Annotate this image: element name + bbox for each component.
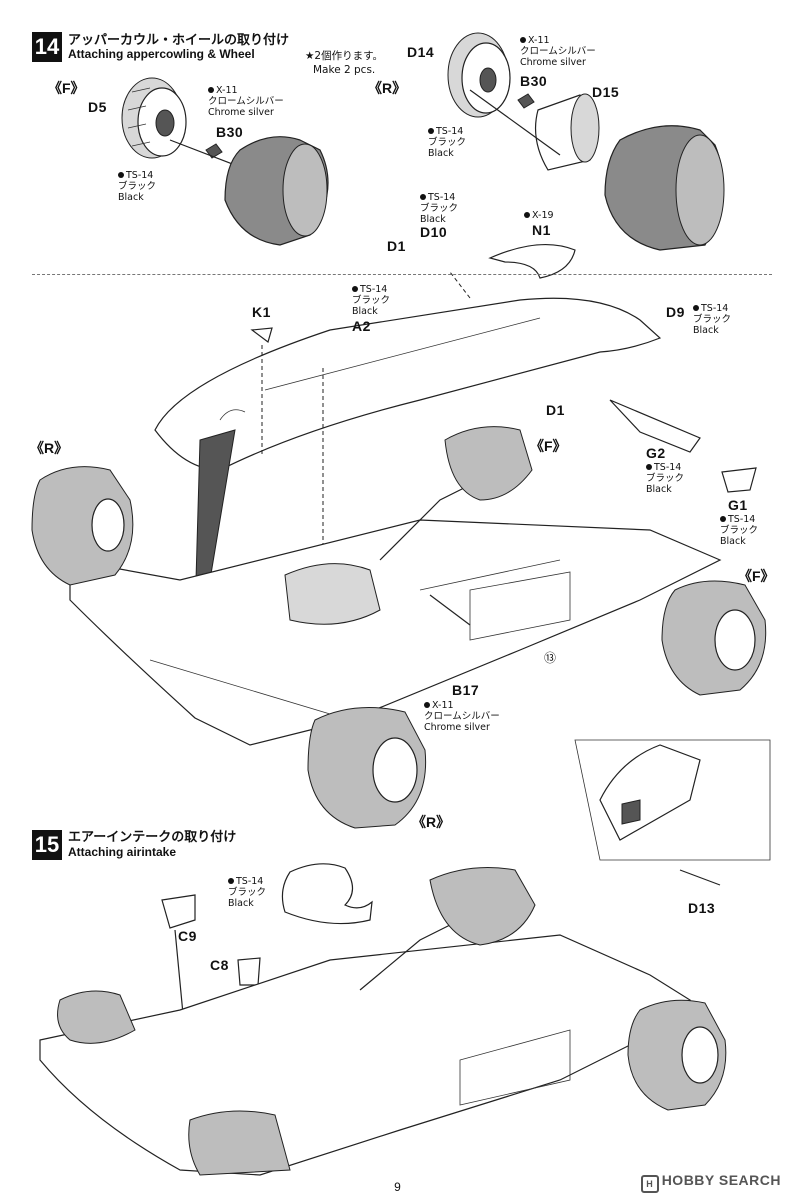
rear-right-tire	[307, 707, 427, 829]
part-d10-label: D10	[420, 224, 448, 240]
part-d14-label: D14	[407, 44, 435, 60]
paint-dot-icon	[428, 128, 434, 134]
cowl-part-k1	[250, 327, 273, 344]
paint-dot-icon	[208, 87, 214, 93]
airintake-c9	[161, 894, 196, 929]
paint-d9-black: TS-14 ブラック Black	[693, 303, 732, 336]
part-d15-label: D15	[592, 84, 620, 100]
orientation-rear-right: 《R》	[412, 814, 451, 830]
paint-dot-icon	[118, 172, 124, 178]
part-k1-label: K1	[252, 304, 271, 320]
airintake-c8	[237, 957, 261, 986]
paint-d14-chrome: X-11 クロームシルバー Chrome silver	[520, 35, 596, 68]
rear-rim-barrel-d15	[534, 93, 600, 171]
paint-dot-icon	[646, 464, 652, 470]
step-15-title-en: Attaching airintake	[68, 845, 177, 859]
orientation-rear-left: 《R》	[30, 440, 69, 456]
paint-dot-icon	[228, 878, 234, 884]
sidepod-part-g1	[721, 467, 757, 493]
orientation-front-wheel: 《F》	[48, 80, 85, 96]
paint-rear-rim-black: TS-14 ブラック Black	[428, 126, 467, 159]
paint-dot-icon	[524, 212, 530, 218]
paint-d5-chrome: X-11 クロームシルバー Chrome silver	[208, 85, 284, 118]
paint-g1-black: TS-14 ブラック Black	[720, 514, 759, 547]
chassis-body	[69, 469, 722, 746]
rear-wheel-rim-d14	[447, 32, 511, 118]
step-14-title-jp: アッパーカウル・ホイールの取り付け	[68, 33, 290, 48]
paint-g2-black: TS-14 ブラック Black	[646, 462, 685, 495]
front-hub-cap-b30	[205, 143, 223, 159]
part-b30-rear-label: B30	[520, 73, 548, 89]
part-b30-front-label: B30	[216, 124, 244, 140]
make-two-note-jp: ★2個作ります。	[305, 50, 384, 62]
part-g2-label: G2	[646, 445, 666, 461]
airintake-scoop	[281, 863, 373, 925]
paint-dot-icon	[420, 194, 426, 200]
part-a2-label: A2	[352, 318, 371, 334]
engine-block	[284, 563, 381, 625]
front-right-tire-lower	[661, 580, 767, 696]
reference-step-13: ⑬	[544, 651, 557, 665]
front-wheel-rim-d5	[121, 77, 187, 159]
orientation-front-right: 《F》	[530, 438, 567, 454]
front-tire	[224, 136, 329, 246]
part-d13-label: D13	[688, 900, 716, 916]
rear-left-tire	[31, 466, 134, 586]
rear-tire	[604, 125, 725, 251]
detail-inset-d13	[574, 739, 771, 886]
step-14-title-en: Attaching appercowling & Wheel	[68, 47, 255, 61]
paint-dot-icon	[693, 305, 699, 311]
orientation-rear-wheel: 《R》	[368, 80, 407, 96]
paint-a2-black: TS-14 ブラック Black	[352, 284, 391, 317]
rear-hub-cap-b30	[517, 93, 535, 109]
step15-front-tire-top	[429, 867, 536, 946]
part-g1-label: G1	[728, 497, 748, 513]
part-d1-lower-label: D1	[546, 402, 565, 418]
step-15-number: 15	[32, 830, 62, 860]
part-d9-label: D9	[666, 304, 685, 320]
paint-dot-icon	[352, 286, 358, 292]
part-d1-upper-label: D1	[387, 238, 406, 254]
front-right-tire-upper	[444, 426, 533, 501]
part-c9-label: C9	[178, 928, 197, 944]
part-d5-label: D5	[88, 99, 107, 115]
step15-front-tire-right	[627, 999, 727, 1111]
step15-rear-tire-left	[57, 990, 136, 1044]
make-two-note-en: Make 2 pcs.	[313, 64, 376, 76]
step15-chassis-body	[39, 914, 692, 1176]
part-n1-label: N1	[532, 222, 551, 238]
paint-dot-icon	[720, 516, 726, 522]
paint-front-tire-black: TS-14 ブラック Black	[118, 170, 157, 203]
step15-rear-tire-bottom	[188, 1110, 291, 1176]
paint-dot-icon	[424, 702, 430, 708]
part-b17-label: B17	[452, 682, 480, 698]
nose-wing-n1	[488, 243, 576, 279]
rear-wheel-guide-line	[469, 89, 561, 156]
paint-c9-black: TS-14 ブラック Black	[228, 876, 267, 909]
sidepod-part-g2	[609, 399, 701, 453]
step-14-number: 14	[32, 32, 62, 62]
hobby-search-logo-icon: H	[640, 1175, 659, 1193]
paint-b17-chrome: X-11 クロームシルバー Chrome silver	[424, 700, 500, 733]
b17-arm-line	[429, 594, 471, 626]
d10-guide-line	[449, 271, 471, 299]
step-15-title-jp: エアーインテークの取り付け	[68, 830, 237, 845]
section-divider	[32, 274, 772, 275]
orientation-front-right-lower: 《F》	[738, 568, 775, 584]
paint-n1-clear: X-19	[524, 210, 554, 221]
part-c8-label: C8	[210, 957, 229, 973]
paint-d10-black: TS-14 ブラック Black	[420, 192, 459, 225]
paint-dot-icon	[520, 37, 526, 43]
page-number: 9	[394, 1180, 401, 1194]
